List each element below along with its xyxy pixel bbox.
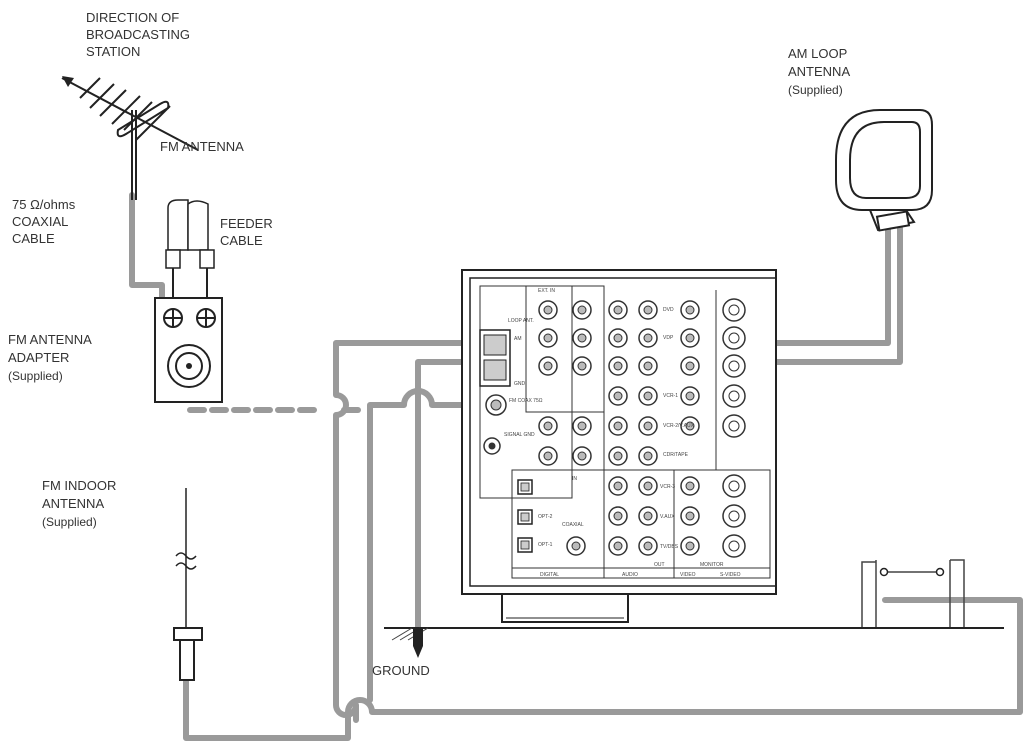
ext-input-label: EXT. IN [538, 288, 555, 294]
coax-label-line-2: COAXIAL [12, 214, 68, 229]
ground-symbol [391, 627, 429, 658]
fm-indoor-cable [183, 597, 1023, 741]
indoor-label-line-2: ANTENNA [42, 496, 104, 511]
dvd-label: DVD [663, 307, 674, 313]
fm-indoor-antenna [173, 488, 203, 681]
coax-label-line-3: CABLE [12, 231, 55, 246]
indoor-label-line-1: FM INDOOR [42, 478, 116, 493]
digital-in-label: IN [572, 476, 577, 482]
audio-out-label: OUT [654, 562, 665, 568]
footer-svideo-label: S-VIDEO [720, 572, 741, 578]
direction-label-line-3: STATION [86, 44, 140, 59]
annotations: DIRECTION OF BROADCASTING STATION FM ANT… [8, 10, 850, 678]
direction-arrow-icon [62, 76, 74, 87]
monitor-label: MONITOR [700, 562, 724, 568]
adapter-label-line-2: ADAPTER [8, 350, 69, 365]
opt2-label: OPT-2 [538, 514, 553, 520]
feeder-cable [165, 199, 215, 308]
feeder-label-line-1: FEEDER [220, 216, 273, 231]
vcr1-label: VCR-1 [663, 393, 678, 399]
am-loop-label-line-2: ANTENNA [788, 64, 850, 79]
loop-ant-label: LOOP ANT. [508, 318, 534, 324]
receiver-fm-coax-cable [367, 388, 499, 703]
footer-audio-label: AUDIO [622, 572, 638, 578]
indoor-label-line-3: (Supplied) [42, 515, 97, 529]
opt1-label: OPT-1 [538, 542, 553, 548]
ground-label: GROUND [372, 663, 430, 678]
am-loop-antenna [835, 109, 933, 232]
footer-video-label: VIDEO [680, 572, 696, 578]
footer-digital-label: DIGITAL [540, 572, 559, 578]
fm-outdoor-antenna [61, 76, 199, 200]
coaxial-label: COAXIAL [562, 522, 584, 528]
am-loop-label-line-3: (Supplied) [788, 83, 843, 97]
tv-dbs-label: TV/DBS [660, 544, 679, 550]
receiver-rear-panel: EXT. IN LOOP ANT. AM GND FM COAX 75Ω SIG… [461, 269, 777, 623]
adapter-label-line-3: (Supplied) [8, 369, 63, 383]
am-terminal-label: AM [514, 336, 522, 342]
fm-coaxial-cable [129, 192, 165, 303]
vcr3-label: VCR-3 [660, 484, 675, 490]
direction-label-line-1: DIRECTION OF [86, 10, 179, 25]
vdp-label: VDP [663, 335, 674, 341]
am-loop-stand [861, 559, 965, 628]
am-loop-label-line-1: AM LOOP [788, 46, 847, 61]
fm-antenna-adapter [154, 297, 223, 403]
fm-coax-label: FM COAX 75Ω [509, 398, 543, 404]
coax-label-line-1: 75 Ω/ohms [12, 197, 76, 212]
feeder-label-line-2: CABLE [220, 233, 263, 248]
signal-gnd-label: SIGNAL GND [504, 432, 535, 438]
am-loop-cable-upper [333, 225, 891, 723]
vaux-label: V.AUX [660, 514, 675, 520]
rca-jack-grid [538, 298, 746, 558]
vcr2-label: VCR-2/V.AUX [663, 423, 695, 429]
cdr-tape-label: CDR/TAPE [663, 452, 689, 458]
adapter-label-line-1: FM ANTENNA [8, 332, 92, 347]
gnd-terminal-label: GND [514, 381, 526, 387]
direction-label-line-2: BROADCASTING [86, 27, 190, 42]
fm-antenna-label: FM ANTENNA [160, 139, 244, 154]
